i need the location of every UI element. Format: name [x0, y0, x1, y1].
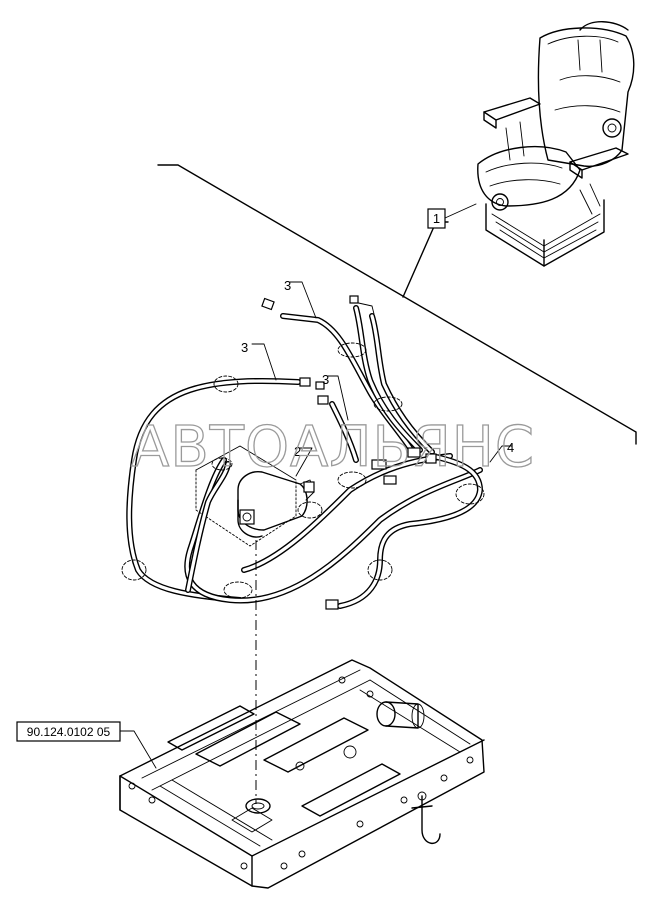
hose-loop: [184, 453, 483, 604]
air-compressor-icon: 2: [185, 444, 315, 593]
callout-hose-mid: 3: [322, 372, 329, 387]
callout-seat: 1: [427, 203, 477, 229]
callout-hose-top: 3: [284, 278, 291, 293]
assembly-leader-lines: [157, 164, 637, 445]
callout-compressor: 2: [294, 444, 301, 459]
hose-mid: 3: [317, 372, 359, 463]
reference-callout: 90.124.0102 05: [16, 721, 157, 769]
callout-seat-label: 1: [433, 211, 440, 226]
harness-top-branch: [337, 295, 435, 455]
callout-harness: 4: [507, 440, 514, 455]
hose-left: 3: [121, 340, 325, 603]
operator-seat-icon: [477, 21, 635, 267]
hose-top: 3: [261, 278, 413, 451]
reference-label: 90.124.0102 05: [27, 725, 111, 739]
wiring-harness: 4: [325, 440, 514, 610]
seat-base-frame-icon: [119, 659, 485, 889]
callout-hose-left: 3: [241, 340, 248, 355]
watermark-text: АВТОАЛЬЯНС: [131, 415, 535, 480]
